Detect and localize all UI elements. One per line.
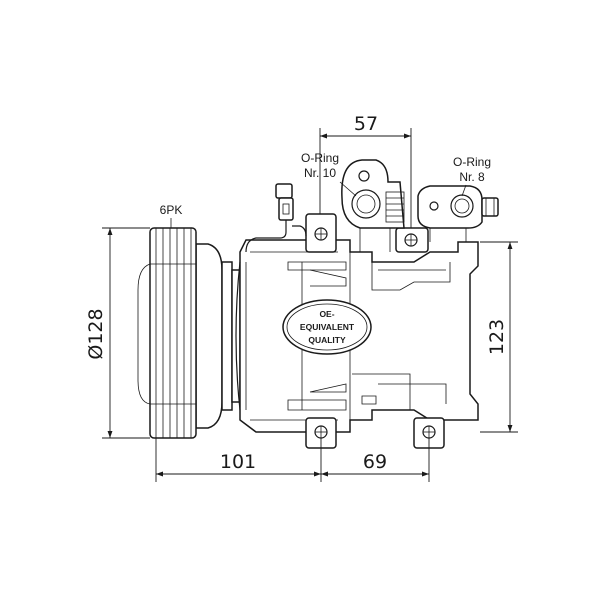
oring-right-line2: Nr. 8 [459, 170, 485, 184]
electrical-connector [245, 183, 307, 253]
oring-left-line1: O-Ring [301, 151, 339, 165]
badge-line1: OE- [319, 309, 334, 319]
oring-right-line1: O-Ring [453, 155, 491, 169]
badge-line2: EQUIVALENT [300, 322, 355, 332]
pulley [137, 227, 241, 439]
dimension-height: 123 [480, 241, 518, 433]
dimension-bottom-left-value: 101 [220, 451, 256, 473]
suction-port [341, 159, 405, 252]
dimension-bottom: 101 69 [155, 438, 430, 482]
dimension-diameter-value: Ø128 [85, 308, 107, 359]
dimension-top-value: 57 [354, 113, 378, 135]
dimension-height-value: 123 [486, 319, 508, 355]
badge-line3: QUALITY [308, 335, 346, 345]
dimension-bottom-right-value: 69 [363, 451, 387, 473]
oe-quality-badge: OE- EQUIVALENT QUALITY [282, 299, 372, 355]
oring-left-line2: Nr. 10 [304, 166, 336, 180]
discharge-port [417, 185, 499, 242]
mounting-ears [305, 213, 445, 449]
oring-right-label: O-Ring Nr. 8 [453, 155, 491, 197]
pulley-grooves [155, 228, 192, 438]
dimension-top: 57 [319, 113, 412, 228]
pulley-label: 6PK [160, 203, 183, 217]
oring-left-label: O-Ring Nr. 10 [301, 151, 357, 197]
dimension-diameter: Ø128 [85, 227, 150, 439]
